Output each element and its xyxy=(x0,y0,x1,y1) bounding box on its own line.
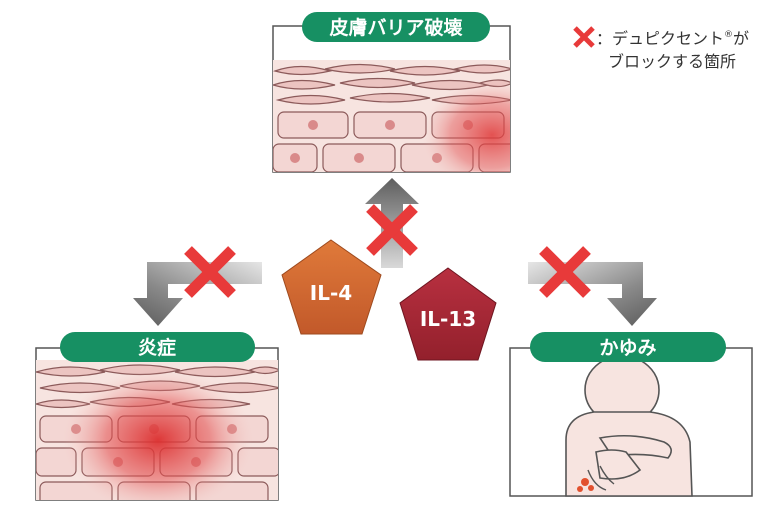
arrow-to-inflammation xyxy=(133,262,262,326)
scratching-person-illustration xyxy=(565,355,693,497)
itch-label-pill xyxy=(530,332,726,362)
legend-text-line2: ブロックする箇所 xyxy=(608,52,736,71)
block-mark-skin-barrier xyxy=(366,204,418,256)
skin-barrier-label: 皮膚バリア破壊 xyxy=(329,16,463,39)
il4-label: IL-4 xyxy=(310,281,352,305)
inflammation-tissue xyxy=(36,360,278,500)
inflammation-label: 炎症 xyxy=(138,336,176,359)
skin-barrier-panel: 皮膚バリア破壊 xyxy=(272,12,511,173)
inflamed-area xyxy=(63,368,253,500)
legend-text-line1: ：デュピクセント®が xyxy=(596,29,749,48)
skin-barrier-label-pill xyxy=(302,12,490,42)
inflammation-label-pill xyxy=(60,332,255,362)
itch-label: かゆみ xyxy=(599,337,656,359)
il4-pentagon: IL-4 xyxy=(281,239,382,335)
itch-panel: かゆみ xyxy=(509,332,753,497)
legend: ：デュピクセント®が ブロックする箇所 xyxy=(573,26,749,71)
legend-x-icon xyxy=(573,26,595,48)
il13-pentagon: IL-13 xyxy=(399,267,497,361)
inflammation-panel: 炎症 xyxy=(35,332,279,501)
block-mark-itch xyxy=(539,246,591,298)
skin-barrier-tissue xyxy=(273,60,510,172)
inflamed-area xyxy=(422,80,510,172)
block-mark-inflammation xyxy=(184,246,236,298)
il13-label: IL-13 xyxy=(420,307,476,331)
